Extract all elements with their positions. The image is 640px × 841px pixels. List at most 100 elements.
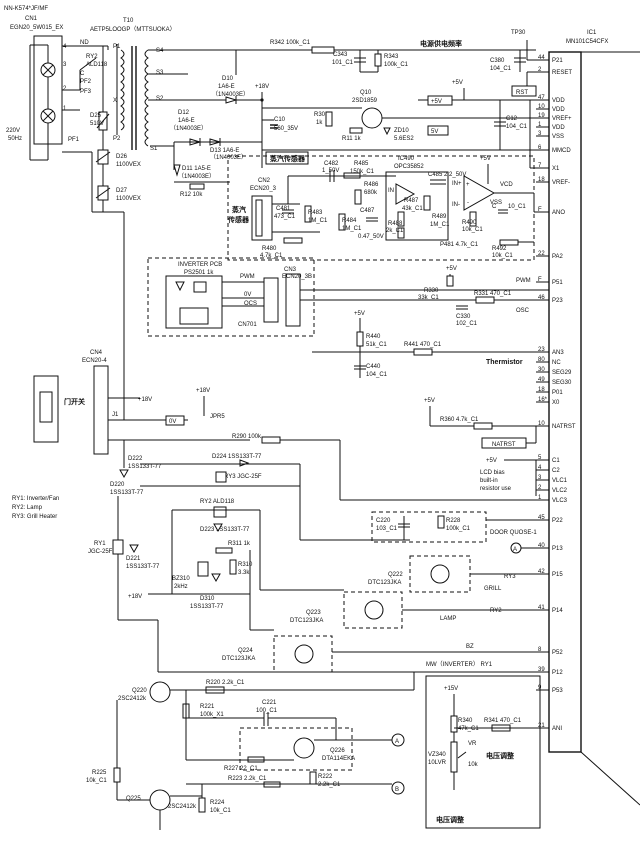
q226-transistor (293, 737, 315, 759)
ic1-pin-name: ANI (552, 726, 562, 732)
r340-value: 47k_C1 (458, 726, 479, 732)
ic1-pin-number: 10 (538, 421, 545, 427)
r228-value: 100k_C1 (446, 526, 471, 532)
r223-label: R223 2.2k_C1 (228, 776, 267, 782)
mains-frequency: 50Hz (8, 136, 22, 142)
d310-part: 1SS133T-77 (190, 604, 224, 610)
ic1-pin-name: AN3 (552, 350, 564, 356)
ic1-pin-number: 4 (538, 465, 542, 471)
d25-value: 510V (90, 121, 104, 127)
ic1-part: MN101C54CFX (566, 39, 608, 45)
r330-value: 33k_C1 (418, 295, 439, 301)
r480-resistor (283, 237, 303, 244)
ic1-pin-number: 80 (538, 357, 545, 363)
ic1-pin-name: C2 (552, 468, 560, 474)
node-a-label: A (395, 739, 399, 745)
r488-value: 2k_C1 (386, 228, 404, 234)
r11-resistor (349, 127, 363, 134)
q10-part: 2SD1859 (352, 98, 378, 104)
r490-resistor (469, 211, 477, 227)
ic1-pin-name: P14 (552, 608, 563, 614)
r487-ref: R487 (404, 198, 419, 204)
d224-diode (239, 459, 250, 467)
q226-box (239, 727, 353, 771)
cn2-connector (251, 195, 273, 241)
t10-part: AETP5LOOGP（MTTSUOKA） (90, 26, 176, 33)
cn4-connector (93, 365, 109, 455)
q226-ref: Q226 (330, 748, 345, 754)
mw-label: MW（INVERTER） RY1 (426, 661, 493, 668)
legend-ry1: RY1: Inverter/Fan (12, 496, 59, 502)
r290-resistor (261, 436, 281, 444)
d222-part: 1SS133T-77 (128, 464, 162, 470)
q225-transistor (149, 789, 171, 811)
ic1-pin-number: 23 (538, 347, 545, 353)
ic1-pin-number: 18 (538, 387, 545, 393)
q224-box (273, 635, 333, 673)
v18-top: +18V (255, 84, 269, 90)
q223-part: DTC123JKA (290, 618, 323, 624)
r225-ref: R225 (92, 770, 107, 776)
zd10-zener (383, 127, 391, 136)
nd-label: ND (80, 40, 89, 46)
r330-ref: R330 (424, 288, 439, 294)
d11-diode (173, 164, 181, 177)
c482-ref: C482 (324, 161, 339, 167)
d13-ref: D13 1A6-E (210, 148, 239, 154)
r222-value: 2.2k_C1 (318, 782, 341, 788)
pf3-label: PF3 (80, 89, 92, 95)
tp30-label: TP30 (511, 30, 526, 36)
r487-value: 43k_C1 (402, 206, 423, 212)
ic1-pin-number: 1 (538, 122, 542, 128)
r480-value: 4.7k_C1 (260, 253, 283, 259)
q225-part: 2SC2412k (168, 804, 197, 810)
ic1-pin-name: VLC1 (552, 478, 568, 484)
c12-value: 104_C1 (506, 124, 528, 130)
sensor-title-box (265, 151, 309, 165)
r12-resistor (189, 183, 205, 190)
lcd-note-3: resistor use (480, 486, 512, 492)
r441-label: R441 470_C1 (404, 342, 442, 348)
opamp-vss: VSS (490, 200, 502, 206)
ic1-pin-name: VREF- (552, 180, 570, 186)
v18-buzzer: +18V (128, 594, 142, 600)
v5-inverter: +5V (446, 266, 457, 272)
bz310-buzzer (197, 561, 209, 577)
opamp-in-minus: IN- (452, 202, 460, 208)
d221-part: 1SS133T-77 (126, 564, 160, 570)
ry2-relay-label: RY2 ALD118 (200, 499, 235, 505)
ic1-pin-number: 21 (538, 723, 545, 729)
r227-label: R227 22_C1 (224, 766, 258, 772)
d11-ref: D11 1A5-E (182, 166, 211, 172)
ic1-pin-name: VDD (552, 98, 565, 104)
vz340-pot (450, 741, 458, 773)
osc-label: OSC (516, 308, 530, 314)
ic1-pin-name: P13 (552, 546, 563, 552)
r220-label: R220 2.2k_C1 (206, 680, 245, 686)
opamp-in-plus: IN+ (452, 181, 462, 187)
lcd-note-2: built-in (480, 478, 498, 484)
opamp-vcd: VCD (500, 182, 513, 188)
r343-value: 100k_C1 (384, 62, 409, 68)
mains-voltage: 220V (6, 128, 20, 134)
r224-resistor (198, 797, 206, 813)
vdd-tag-label: 5V (431, 129, 438, 135)
s3-label: S3 (156, 70, 164, 76)
q10-ref: Q10 (360, 90, 372, 96)
d10-note: （1N4003E） (212, 91, 249, 98)
q222-part: DTC123JKA (368, 580, 401, 586)
zd10-value: 5.6ES2 (394, 136, 414, 142)
r12-label: R12 10k (180, 192, 203, 198)
q224-part: DTC123JKA (222, 656, 255, 662)
r484-resistor (338, 213, 346, 231)
r360-resistor (473, 422, 493, 430)
d10-part: 1A6-E (218, 84, 235, 90)
q226-part: DTA114EKA (322, 756, 355, 762)
c491-ref: C (492, 204, 497, 210)
ic1-pin-number: 39 (538, 667, 545, 673)
ic490-in: IN (388, 188, 394, 194)
v5-sensor: +5V (480, 156, 491, 162)
cn1-pin-1: 1 (63, 106, 67, 112)
r360-label: R360 4.7k_C1 (440, 417, 479, 423)
